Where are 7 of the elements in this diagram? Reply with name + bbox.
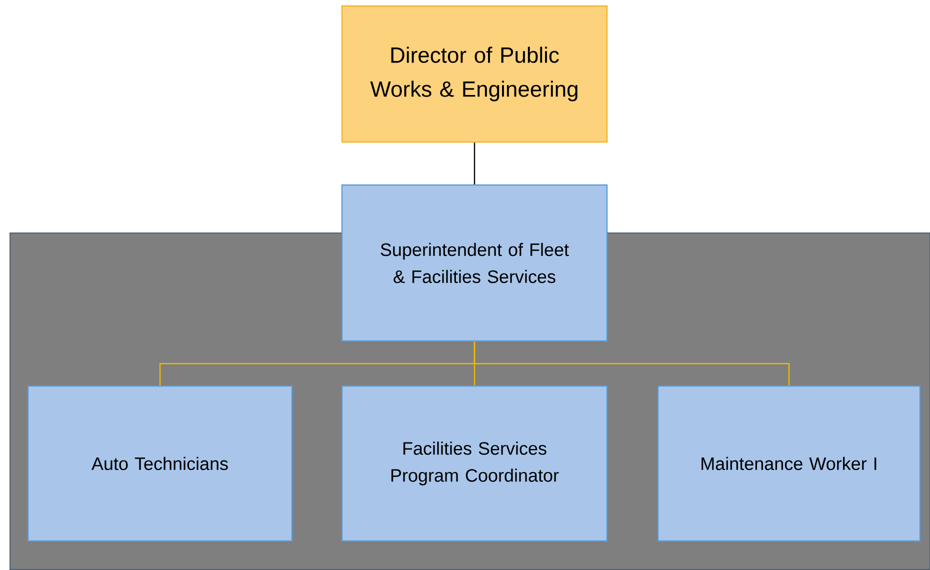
- position-box: Maintenance Worker I: [657, 385, 921, 542]
- position-box: Superintendent of Fleet & Facilities Services: [341, 184, 608, 342]
- connector-line: [474, 142, 476, 184]
- position-box: Director of Public Works & Engineering: [341, 5, 608, 143]
- position-box: Auto Technicians: [27, 385, 293, 542]
- position-box: Facilities Services Program Coordinator: [341, 385, 608, 542]
- connector-line: [474, 342, 790, 386]
